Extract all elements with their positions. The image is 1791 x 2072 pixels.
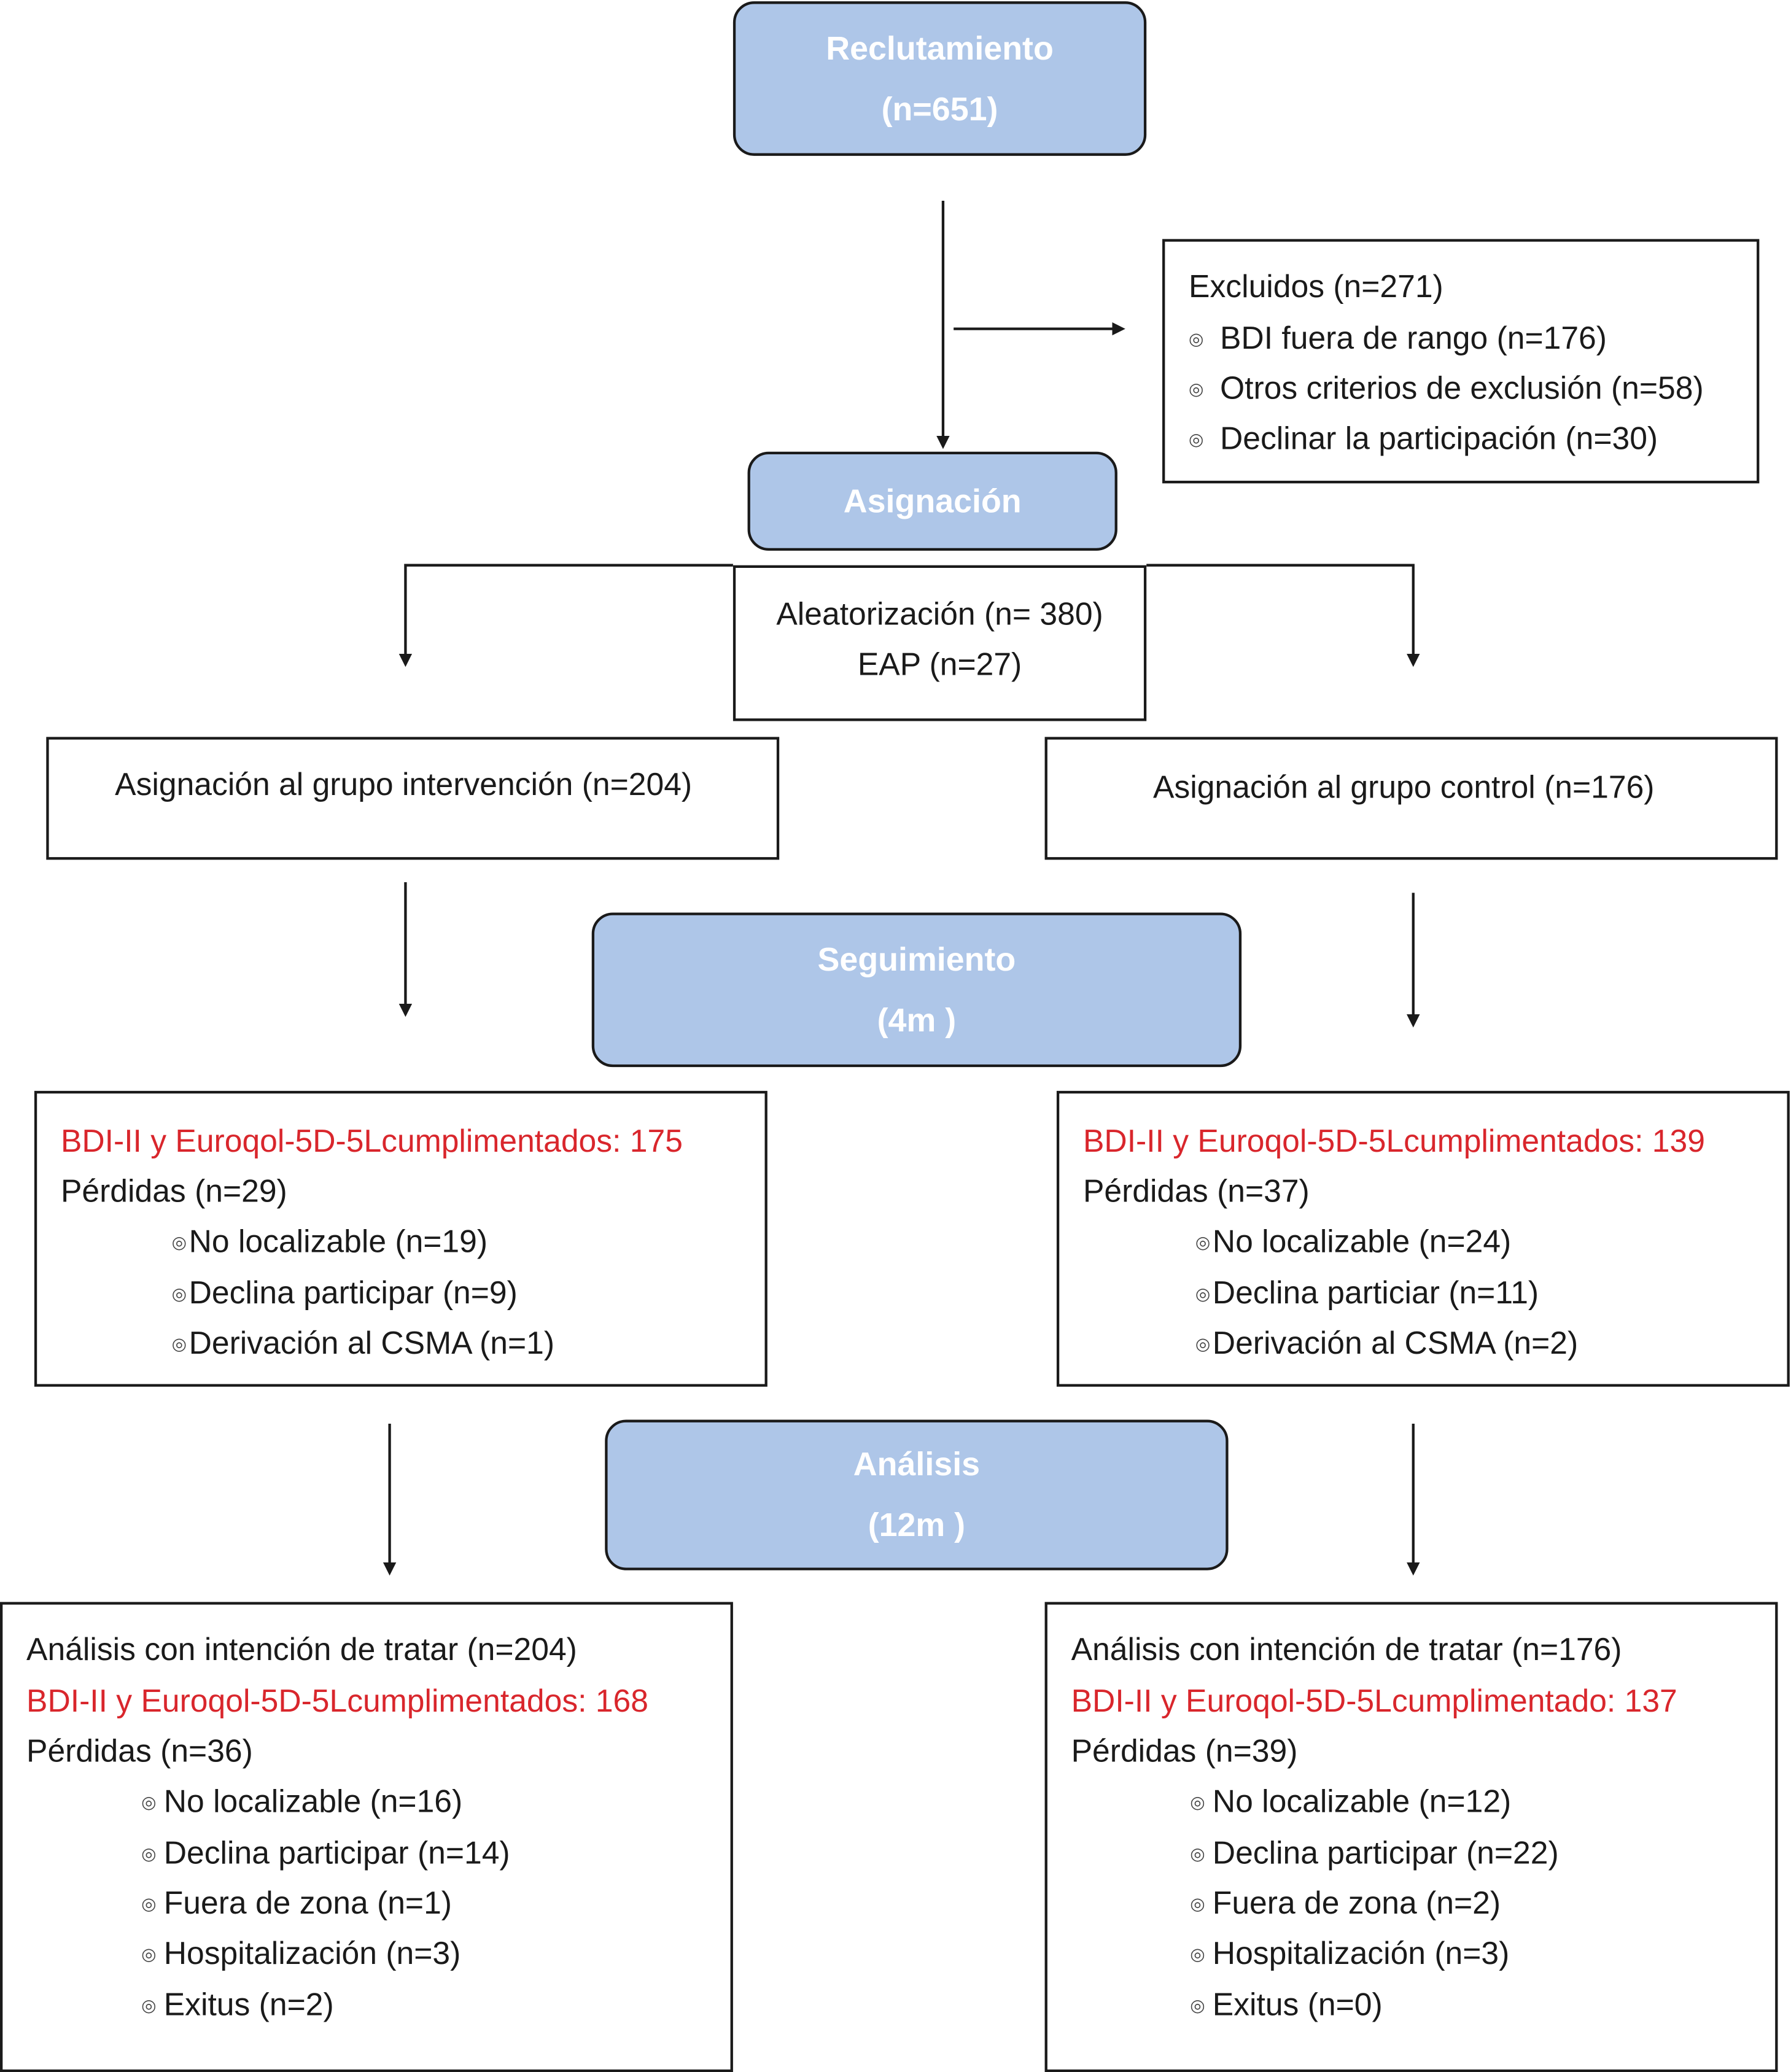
analysis-loss-item: ◎ Declina participar (n=22) — [1190, 1829, 1558, 1880]
bullet-icon: ◎ — [171, 1333, 187, 1354]
phase-analysis: Análisis (12m ) — [605, 1419, 1229, 1570]
phase-followup-title: Seguimiento — [817, 941, 1016, 978]
analysis-loss-label: No localizable (n=16) — [163, 1784, 463, 1820]
bullet-icon: ◎ — [141, 1843, 157, 1863]
followup-loss-label: No localizable (n=24) — [1212, 1224, 1512, 1260]
analysis-completed: BDI-II y Euroqol-5D-5Lcumplimentados: 16… — [26, 1683, 648, 1720]
analysis-loss-label: Exitus (n=2) — [163, 1987, 334, 2023]
bullet-icon: ◎ — [141, 1943, 157, 1964]
bullet-icon: ◎ — [141, 1791, 157, 1812]
excluded-item-label: Otros criterios de exclusión (n=58) — [1219, 371, 1704, 407]
followup-loss-item: ◎Declina particiar (n=11) — [1195, 1269, 1539, 1320]
control-group-box: Asignación al grupo control (n=176) — [1044, 737, 1778, 860]
phase-recruitment-title: Reclutamiento — [826, 29, 1054, 67]
followup-loss-item: ◎No localizable (n=19) — [172, 1217, 488, 1268]
excluded-item-label: Declinar la participación (n=30) — [1219, 421, 1658, 457]
phase-followup-period: (4m ) — [877, 1001, 957, 1039]
bullet-icon: ◎ — [1195, 1333, 1211, 1354]
bullet-icon: ◎ — [171, 1232, 187, 1252]
followup-loss-label: Declina participar (n=9) — [188, 1276, 518, 1312]
excluded-box: Excluidos (n=271) ◎ BDI fuera de rango (… — [1162, 239, 1760, 484]
analysis-loss-label: Declina participar (n=22) — [1212, 1836, 1559, 1872]
analysis-losses: Pérdidas (n=39) — [1071, 1734, 1298, 1770]
analysis-loss-item: ◎ Hospitalización (n=3) — [141, 1930, 460, 1981]
bullet-icon: ◎ — [1190, 1843, 1205, 1863]
bullet-icon: ◎ — [171, 1283, 187, 1303]
followup-loss-item: ◎No localizable (n=24) — [1195, 1217, 1511, 1268]
phase-analysis-title: Análisis — [853, 1446, 981, 1483]
analysis-loss-label: Hospitalización (n=3) — [163, 1936, 461, 1972]
analysis-loss-item: ◎ No localizable (n=12) — [1190, 1777, 1511, 1828]
analysis-loss-label: Fuera de zona (n=2) — [1212, 1885, 1501, 1922]
analysis-completed: BDI-II y Euroqol-5D-5Lcumplimentado: 137 — [1071, 1683, 1677, 1720]
phase-recruitment-count: (n=651) — [881, 90, 998, 128]
analysis-intervention-box: Análisis con intención de tratar (n=204)… — [0, 1602, 733, 2072]
followup-loss-item: ◎Declina participar (n=9) — [172, 1269, 518, 1320]
bullet-icon: ◎ — [141, 1893, 157, 1914]
followup-loss-item: ◎Derivación al CSMA (n=2) — [1195, 1319, 1578, 1370]
analysis-loss-item: ◎ No localizable (n=16) — [141, 1777, 462, 1828]
bullet-icon: ◎ — [1189, 429, 1204, 449]
bullet-icon: ◎ — [141, 1995, 157, 2015]
followup-completed: BDI-II y Euroqol-5D-5Lcumplimentados: 13… — [1082, 1123, 1705, 1160]
followup-intervention-box: BDI-II y Euroqol-5D-5Lcumplimentados: 17… — [34, 1090, 767, 1387]
excluded-item: ◎ Otros criterios de exclusión (n=58) — [1189, 365, 1704, 416]
phase-recruitment: Reclutamiento (n=651) — [732, 1, 1147, 156]
bullet-icon: ◎ — [1195, 1283, 1211, 1303]
randomization-count: Aleatorización (n= 380) — [776, 597, 1103, 633]
excluded-title: Excluidos (n=271) — [1189, 269, 1443, 305]
phase-followup: Seguimiento (4m ) — [591, 912, 1242, 1068]
analysis-loss-label: Exitus (n=0) — [1212, 1987, 1383, 2023]
analysis-itt: Análisis con intención de tratar (n=176) — [1071, 1632, 1622, 1668]
control-group-label: Asignación al grupo control (n=176) — [1152, 770, 1655, 806]
arrow-split-right — [1146, 564, 1420, 667]
bullet-icon: ◎ — [1190, 1943, 1205, 1964]
bullet-icon: ◎ — [1189, 378, 1204, 398]
analysis-loss-item: ◎ Fuera de zona (n=2) — [1190, 1879, 1501, 1930]
analysis-control-box: Análisis con intención de tratar (n=176)… — [1044, 1602, 1778, 2072]
followup-loss-label: Declina particiar (n=11) — [1212, 1276, 1539, 1312]
arrow-split-left — [398, 564, 733, 667]
analysis-itt: Análisis con intención de tratar (n=204) — [26, 1632, 577, 1668]
excluded-item-label: BDI fuera de rango (n=176) — [1219, 320, 1607, 357]
analysis-loss-item: ◎ Fuera de zona (n=1) — [141, 1879, 452, 1930]
followup-loss-label: No localizable (n=19) — [188, 1224, 488, 1260]
followup-loss-label: Derivación al CSMA (n=2) — [1212, 1325, 1579, 1362]
followup-completed: BDI-II y Euroqol-5D-5Lcumplimentados: 17… — [60, 1123, 683, 1160]
analysis-loss-label: Hospitalización (n=3) — [1212, 1936, 1510, 1972]
followup-control-box: BDI-II y Euroqol-5D-5Lcumplimentados: 13… — [1056, 1090, 1790, 1387]
analysis-loss-label: No localizable (n=12) — [1212, 1784, 1512, 1820]
bullet-icon: ◎ — [1190, 1995, 1205, 2015]
analysis-loss-item: ◎ Hospitalización (n=3) — [1190, 1930, 1509, 1981]
analysis-loss-item: ◎ Declina participar (n=14) — [141, 1829, 510, 1880]
bullet-icon: ◎ — [1190, 1893, 1205, 1914]
eap-count: EAP (n=27) — [857, 647, 1022, 683]
analysis-loss-item: ◎ Exitus (n=0) — [1190, 1981, 1382, 2032]
bullet-icon: ◎ — [1195, 1232, 1211, 1252]
phase-assignment: Asignación — [747, 451, 1117, 551]
followup-losses: Pérdidas (n=37) — [1082, 1174, 1310, 1210]
analysis-losses: Pérdidas (n=36) — [26, 1734, 253, 1770]
analysis-loss-label: Declina participar (n=14) — [163, 1836, 510, 1872]
followup-loss-item: ◎Derivación al CSMA (n=1) — [172, 1319, 554, 1370]
bullet-icon: ◎ — [1189, 328, 1204, 349]
excluded-item: ◎ BDI fuera de rango (n=176) — [1189, 314, 1607, 365]
intervention-group-label: Asignación al grupo intervención (n=204) — [115, 767, 693, 803]
analysis-loss-item: ◎ Exitus (n=2) — [141, 1981, 333, 2032]
analysis-loss-label: Fuera de zona (n=1) — [163, 1885, 453, 1922]
phase-assignment-title: Asignación — [843, 483, 1022, 520]
excluded-item: ◎ Declinar la participación (n=30) — [1189, 414, 1658, 465]
intervention-group-box: Asignación al grupo intervención (n=204) — [46, 737, 780, 860]
followup-loss-label: Derivación al CSMA (n=1) — [188, 1325, 555, 1362]
bullet-icon: ◎ — [1190, 1791, 1205, 1812]
phase-analysis-period: (12m ) — [868, 1507, 966, 1544]
randomization-box: Aleatorización (n= 380) EAP (n=27) — [732, 565, 1147, 721]
followup-losses: Pérdidas (n=29) — [60, 1174, 287, 1210]
